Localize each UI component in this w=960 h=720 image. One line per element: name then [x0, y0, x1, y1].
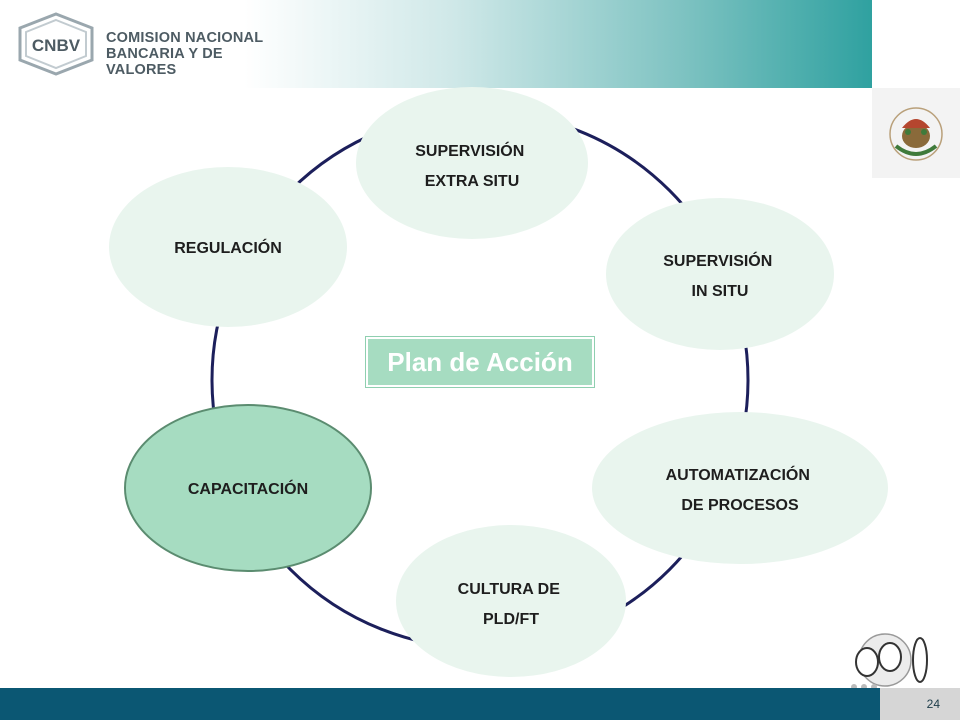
org-name: COMISION NACIONAL BANCARIA Y DE VALORES	[106, 30, 284, 78]
org-name-line2: BANCARIA Y DE VALORES	[106, 46, 223, 78]
eagle-seal-icon	[889, 107, 943, 161]
center-plan-label: Plan de Acción	[365, 336, 595, 388]
header-band	[0, 0, 872, 88]
cnbv-hexagon-logo-icon: CNBV	[18, 12, 94, 76]
cnbv-logo: CNBV COMISION NACIONAL BANCARIA Y DE VAL…	[14, 12, 284, 78]
footer-band	[0, 688, 960, 720]
corner-decoration-icon	[851, 633, 928, 690]
logo-abbr: CNBV	[32, 36, 81, 55]
page-number: 24	[926, 697, 940, 711]
mexico-seal	[872, 88, 960, 178]
node-automatizacion-label: AUTOMATIZACIÓN DE PROCESOS	[666, 465, 815, 514]
node-cultura[interactable]: CULTURA DE PLD/FT	[396, 525, 626, 677]
node-capacitacion-label: CAPACITACIÓN	[188, 479, 308, 498]
node-regulacion-label: REGULACIÓN	[174, 238, 282, 257]
node-regulacion[interactable]: REGULACIÓN	[109, 167, 347, 327]
node-in-situ-label: SUPERVISIÓN IN SITU	[663, 251, 777, 300]
node-cultura-label: CULTURA DE PLD/FT	[458, 581, 565, 628]
node-in-situ[interactable]: SUPERVISIÓN IN SITU	[606, 198, 834, 350]
node-extra-situ[interactable]: SUPERVISIÓN EXTRA SITU	[356, 87, 588, 239]
org-name-line1: COMISION NACIONAL	[106, 30, 264, 46]
node-extra-situ-label: SUPERVISIÓN EXTRA SITU	[415, 141, 529, 190]
node-automatizacion[interactable]: AUTOMATIZACIÓN DE PROCESOS	[592, 412, 888, 564]
node-capacitacion[interactable]: CAPACITACIÓN	[124, 404, 372, 572]
page-number-box: 24	[880, 688, 960, 720]
